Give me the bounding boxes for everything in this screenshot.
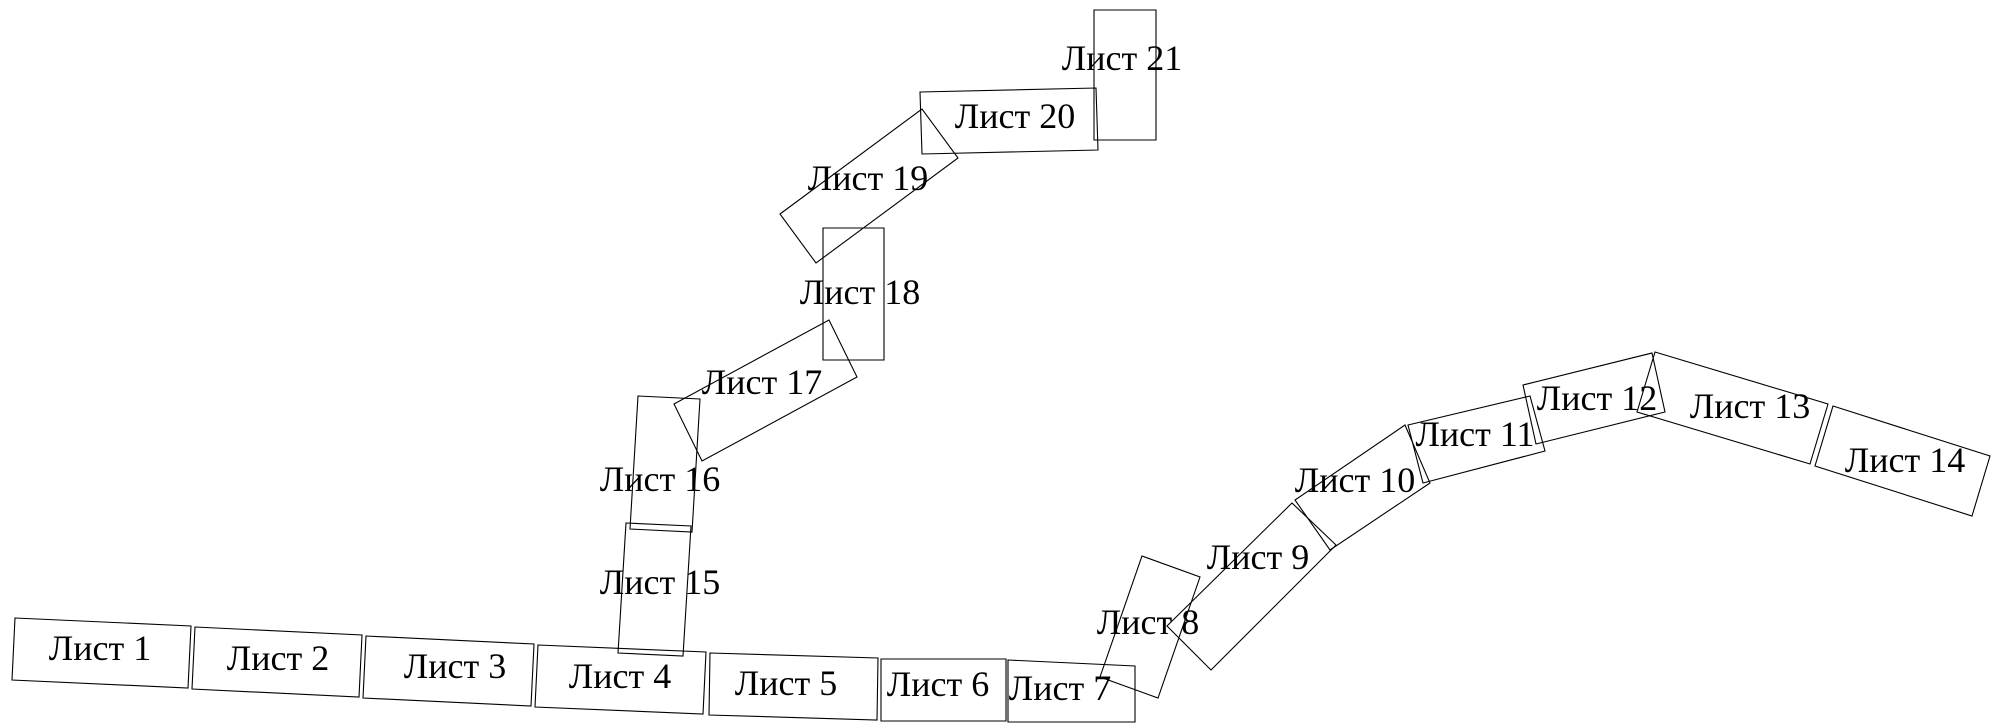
- sheet-14-outline: [1814, 405, 1991, 517]
- sheet-16-outline: [629, 395, 701, 533]
- sheet-13-label: Лист 13: [1690, 386, 1810, 426]
- sheet-11-outline: [1407, 395, 1546, 484]
- sheet-5-outline: [708, 652, 879, 721]
- sheet-2-outline: [191, 626, 363, 698]
- sheet-5[interactable]: Лист 5: [708, 652, 879, 721]
- sheet-16-label: Лист 16: [600, 459, 720, 499]
- sheet-11-label: Лист 11: [1415, 414, 1534, 454]
- sheet-12-outline: [1522, 352, 1666, 445]
- sheet-19-outline: [779, 108, 959, 264]
- sheet-1-label: Лист 1: [49, 628, 151, 668]
- sheet-20-outline: [919, 87, 1099, 155]
- sheet-17-outline: [673, 319, 858, 462]
- sheet-19-label: Лист 19: [808, 158, 928, 198]
- sheet-17-label: Лист 17: [702, 362, 822, 402]
- sheet-1-outline: [11, 617, 192, 689]
- sheet-3-outline: [362, 635, 535, 707]
- sheet-4-outline: [534, 644, 707, 715]
- sheet-3[interactable]: Лист 3: [362, 635, 535, 707]
- sheet-20[interactable]: Лист 20: [919, 87, 1099, 155]
- sheet-6-label: Лист 6: [887, 664, 989, 704]
- sheet-19[interactable]: Лист 19: [779, 108, 959, 264]
- sheet-2[interactable]: Лист 2: [191, 626, 363, 698]
- sheet-9-outline: [1166, 502, 1337, 671]
- sheet-14[interactable]: Лист 14: [1814, 405, 1991, 517]
- sheet-3-label: Лист 3: [404, 646, 506, 686]
- sheet-5-label: Лист 5: [735, 663, 837, 703]
- sheet-15[interactable]: Лист 15: [600, 522, 720, 657]
- sheet-20-label: Лист 20: [955, 96, 1075, 136]
- sheet-4-label: Лист 4: [569, 656, 671, 696]
- sheet-11[interactable]: Лист 11: [1407, 395, 1546, 484]
- sheet-17[interactable]: Лист 17: [673, 319, 858, 462]
- sheet-10-outline: [1294, 424, 1431, 551]
- sheet-2-label: Лист 2: [227, 638, 329, 678]
- sheet-16[interactable]: Лист 16: [600, 395, 720, 533]
- sheet-21-outline: [1093, 9, 1157, 141]
- sheet-9[interactable]: Лист 9: [1166, 502, 1337, 671]
- sheet-6-outline: [880, 658, 1007, 722]
- sheet-1[interactable]: Лист 1: [11, 617, 192, 689]
- sheet-15-label: Лист 15: [600, 562, 720, 602]
- sheet-7-outline: [1007, 659, 1136, 723]
- sheet-18[interactable]: Лист 18: [800, 227, 920, 361]
- sheet-21[interactable]: Лист 21: [1062, 9, 1182, 141]
- sheet-10-label: Лист 10: [1295, 460, 1415, 500]
- sheet-13-outline: [1636, 351, 1829, 465]
- sheet-7-label: Лист 7: [1009, 668, 1111, 708]
- sheet-6[interactable]: Лист 6: [880, 658, 1007, 722]
- sheet-8-outline: [1099, 555, 1201, 699]
- sheet-15-outline: [617, 522, 692, 657]
- sheet-14-label: Лист 14: [1845, 440, 1965, 480]
- sheet-13[interactable]: Лист 13: [1636, 351, 1829, 465]
- sheet-12[interactable]: Лист 12: [1522, 352, 1666, 445]
- sheet-12-label: Лист 12: [1537, 378, 1657, 418]
- sheet-10[interactable]: Лист 10: [1294, 424, 1431, 551]
- sheet-4[interactable]: Лист 4: [534, 644, 707, 715]
- sheet-9-label: Лист 9: [1207, 537, 1309, 577]
- sheet-18-label: Лист 18: [800, 272, 920, 312]
- sheet-21-label: Лист 21: [1062, 38, 1182, 78]
- sheet-8-label: Лист 8: [1097, 602, 1199, 642]
- sheet-7[interactable]: Лист 7: [1007, 659, 1136, 723]
- sheet-8[interactable]: Лист 8: [1097, 555, 1201, 699]
